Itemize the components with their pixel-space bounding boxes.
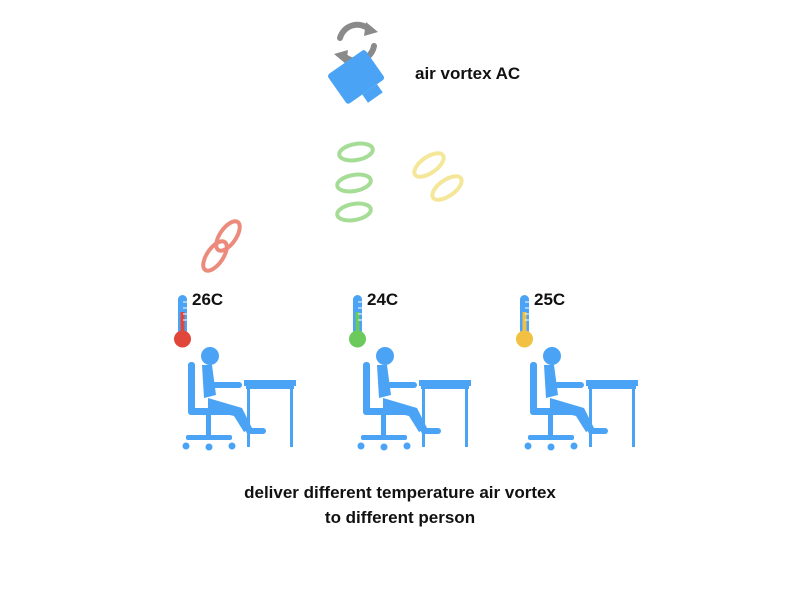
caption-line-1: deliver different temperature air vortex [244, 483, 556, 502]
caption: deliver different temperature air vortex… [0, 480, 800, 530]
vortex-ring [412, 151, 446, 179]
thermometer-icon [174, 295, 191, 348]
person-at-desk-icon [524, 347, 638, 451]
temperature-label: 24C [367, 290, 399, 309]
vortex-ring [430, 174, 464, 202]
temperature-label: 26C [192, 290, 224, 309]
thermometer-icon [349, 295, 366, 348]
vortex-ring [214, 219, 242, 253]
station: 26C [172, 290, 332, 460]
ac-nozzle [362, 84, 383, 103]
person-at-desk-icon [357, 347, 471, 451]
caption-line-2: to different person [324, 508, 476, 527]
temperature-label: 25C [534, 290, 566, 309]
vortex-ring [335, 201, 373, 223]
person-at-desk-icon [182, 347, 296, 451]
vortex-ring [337, 141, 375, 163]
station: 24C [347, 290, 507, 460]
ac-label: air vortex AC [415, 64, 521, 83]
vortex-ring [201, 239, 229, 273]
vortex-ring [335, 172, 373, 194]
ac-body [328, 50, 385, 104]
thermometer-icon [516, 295, 533, 348]
station: 25C [514, 290, 674, 460]
